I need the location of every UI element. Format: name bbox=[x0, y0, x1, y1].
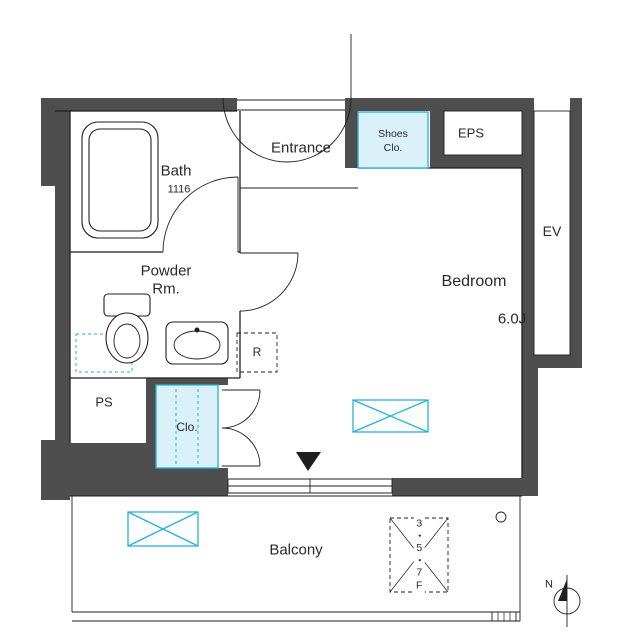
compass-north-label: N bbox=[545, 578, 553, 591]
service-pan-balcony bbox=[127, 511, 199, 547]
closet-box bbox=[155, 384, 219, 469]
direction-triangle bbox=[296, 452, 321, 471]
shoes-closet-label-line2: Clo. bbox=[383, 141, 403, 154]
bathtub bbox=[81, 121, 159, 239]
shoes-closet-label-line1: Shoes bbox=[378, 127, 408, 140]
powder-room-label-line1: Powder bbox=[140, 262, 192, 280]
refrigerator-space-box bbox=[236, 332, 278, 373]
balcony-label: Balcony bbox=[269, 541, 323, 559]
closet-bifold-doors bbox=[221, 389, 261, 467]
floor-note-label: 3・5・7F bbox=[413, 515, 426, 595]
balcony-rail bbox=[71, 496, 521, 622]
compass-icon bbox=[553, 575, 581, 627]
elevator-label: EV bbox=[542, 223, 562, 239]
closet-label: Clo. bbox=[176, 420, 198, 434]
pipe-shaft-label: PS bbox=[95, 394, 113, 410]
washbasin bbox=[165, 321, 229, 365]
bath-label: Bath bbox=[160, 162, 192, 180]
powder-room-door-arc bbox=[239, 252, 299, 312]
bedroom-size-label: 6.0J bbox=[497, 310, 527, 328]
entrance-label: Entrance bbox=[270, 139, 332, 157]
shoes-closet-box bbox=[357, 111, 429, 169]
eps-label: EPS bbox=[457, 125, 485, 141]
refrigerator-space-label: R bbox=[252, 345, 262, 359]
toilet bbox=[103, 293, 151, 364]
front-door-arc bbox=[222, 34, 352, 163]
partitions bbox=[55, 99, 571, 497]
sliding-window bbox=[227, 478, 393, 494]
bedroom-label: Bedroom bbox=[441, 273, 507, 290]
powder-room-label-line2: Rm. bbox=[152, 280, 180, 298]
service-pan-bedroom bbox=[352, 399, 429, 433]
bath-door-arc bbox=[162, 176, 239, 253]
bath-size-label: 1116 bbox=[167, 183, 191, 196]
walls bbox=[41, 98, 582, 500]
